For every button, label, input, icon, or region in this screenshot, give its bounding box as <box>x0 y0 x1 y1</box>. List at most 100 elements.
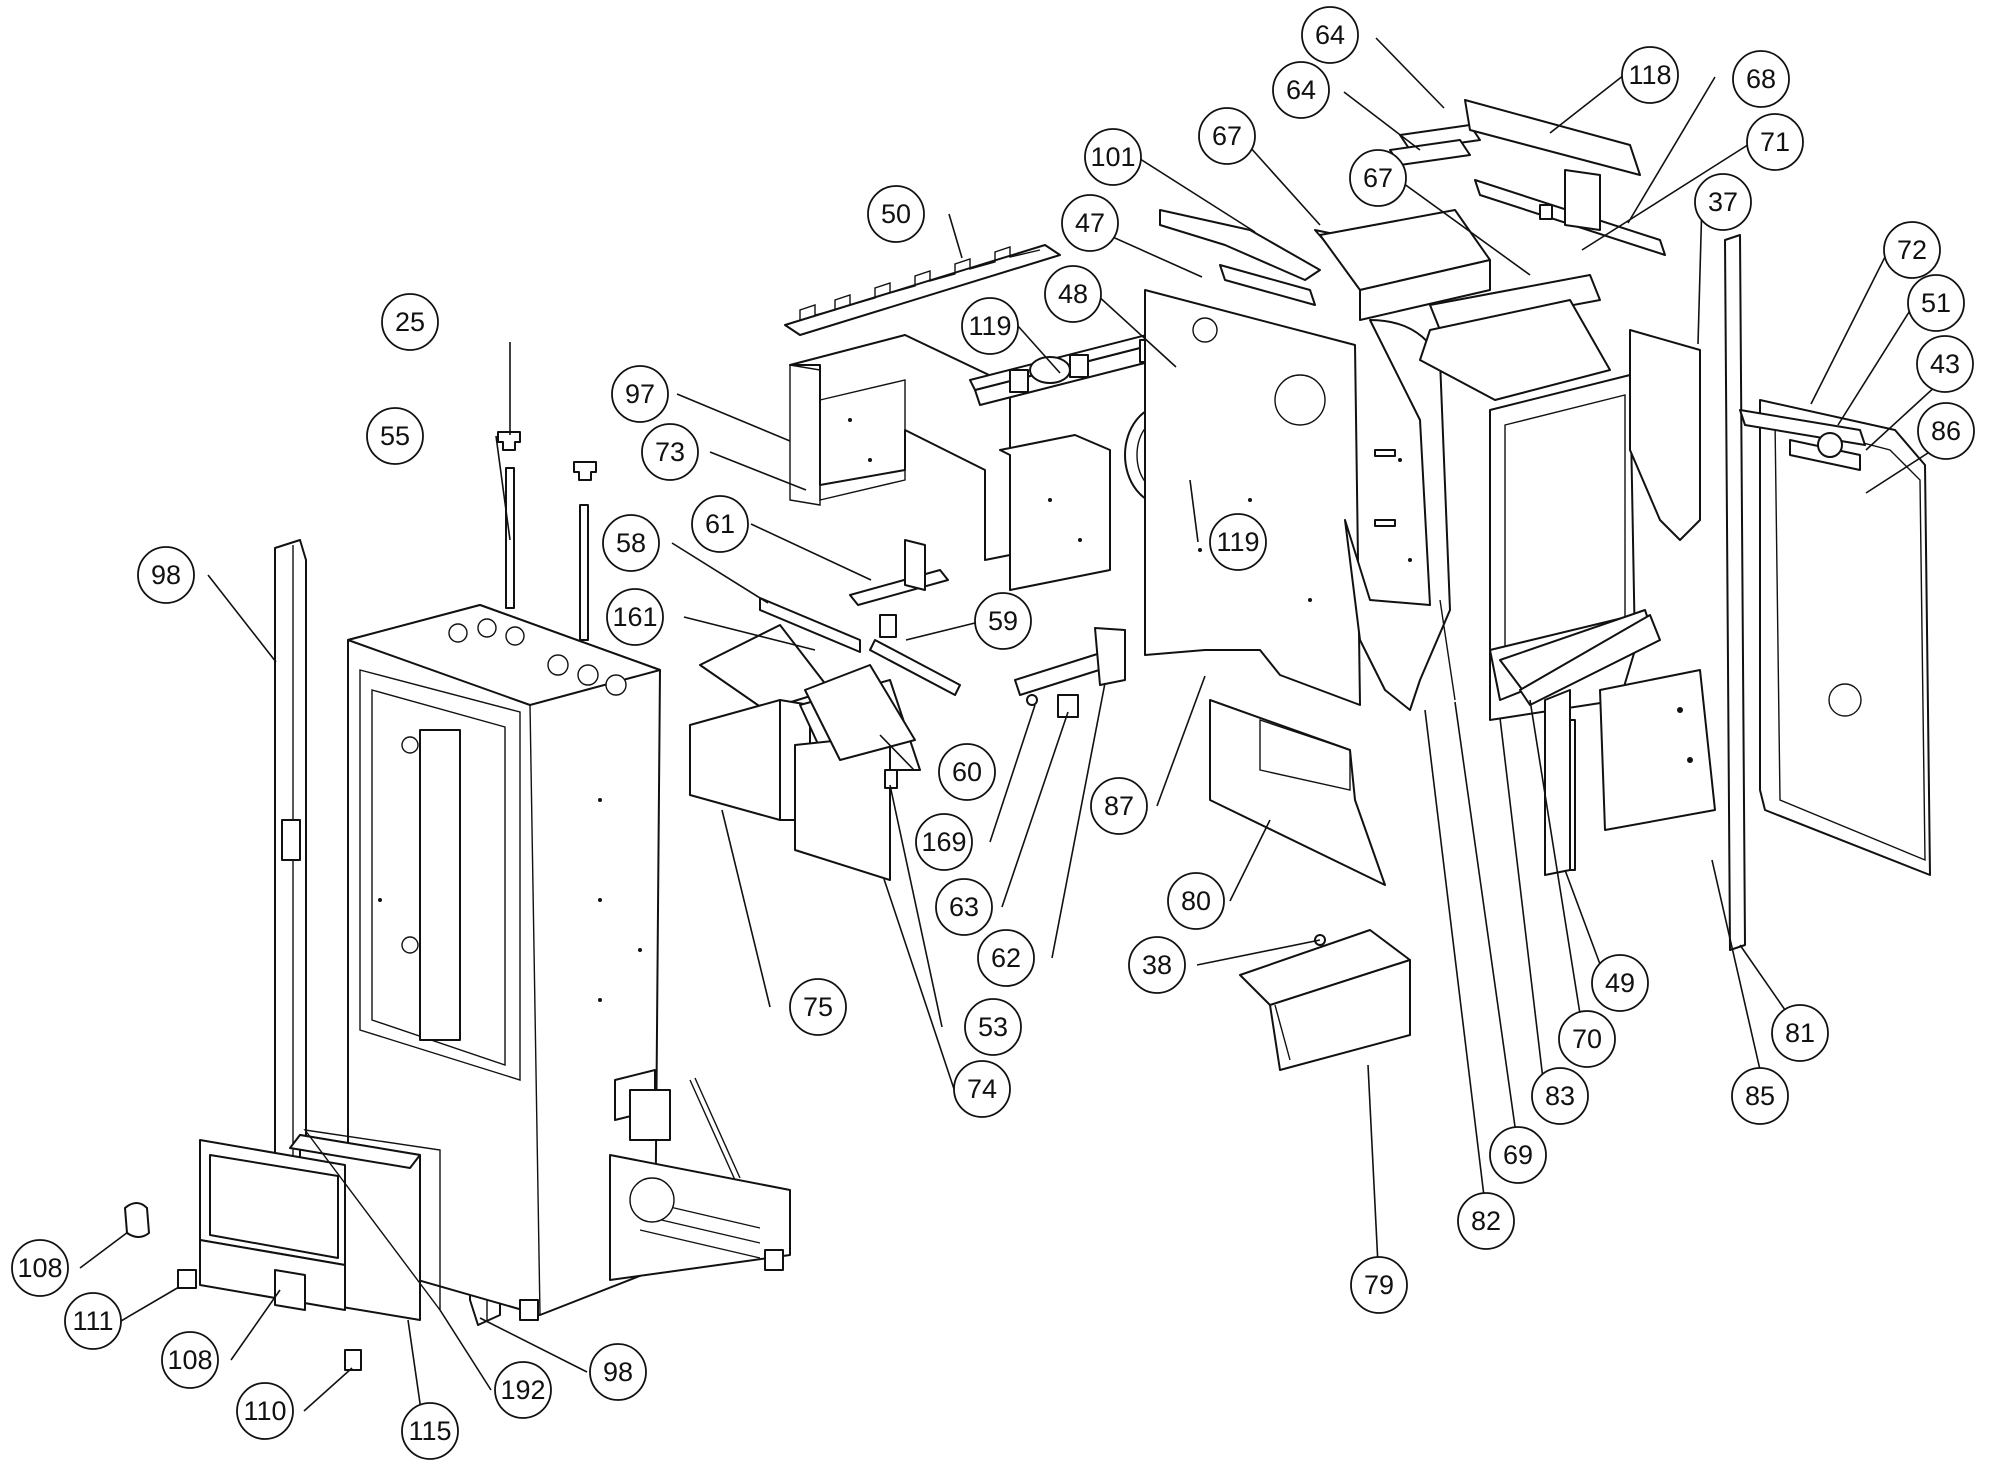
leader-108a <box>79 1231 129 1269</box>
svg-text:111: 111 <box>72 1306 113 1336</box>
leader-53 <box>889 784 943 1028</box>
callout-81: 81 <box>1771 1004 1829 1062</box>
svg-text:119: 119 <box>1216 527 1259 557</box>
callout-161: 161 <box>606 588 664 646</box>
leader-73 <box>709 451 807 491</box>
callout-74: 74 <box>953 1060 1011 1118</box>
svg-text:64: 64 <box>1315 20 1345 50</box>
leader-75 <box>721 809 771 1008</box>
leader-98b <box>479 1317 588 1373</box>
svg-text:25: 25 <box>395 307 425 337</box>
svg-text:64: 64 <box>1286 75 1316 105</box>
callout-68: 68 <box>1732 50 1790 108</box>
callout-67b: 67 <box>1349 149 1407 207</box>
leader-83 <box>1499 717 1546 1097</box>
leader-58 <box>671 542 769 604</box>
leader-101 <box>1136 156 1256 233</box>
leader-69 <box>1454 701 1520 1156</box>
leader-59 <box>905 620 984 641</box>
svg-text:58: 58 <box>616 528 646 558</box>
svg-text:119: 119 <box>968 311 1011 341</box>
leader-55 <box>495 435 511 541</box>
svg-text:68: 68 <box>1746 64 1776 94</box>
leader-161 <box>683 616 816 651</box>
callout-70: 70 <box>1558 1010 1616 1068</box>
callout-63: 63 <box>935 878 993 936</box>
svg-text:53: 53 <box>978 1012 1008 1042</box>
callout-71: 71 <box>1746 113 1804 171</box>
svg-text:161: 161 <box>612 602 657 632</box>
leader-98a <box>207 574 277 663</box>
svg-text:108: 108 <box>17 1253 62 1283</box>
leader-64a <box>1375 37 1445 109</box>
svg-text:83: 83 <box>1545 1081 1575 1111</box>
callout-87: 87 <box>1090 777 1148 835</box>
callout-47: 47 <box>1061 194 1119 252</box>
parts-drawing <box>124 99 1931 1371</box>
part-main-body <box>347 604 791 1321</box>
leader-62 <box>1051 682 1106 959</box>
callout-59: 59 <box>974 592 1032 650</box>
leader-64b <box>1343 91 1421 151</box>
svg-text:60: 60 <box>952 757 982 787</box>
svg-text:50: 50 <box>881 199 911 229</box>
callout-97: 97 <box>611 365 669 423</box>
callout-50: 50 <box>867 185 925 243</box>
callout-119b: 119 <box>1209 513 1267 571</box>
leader-111 <box>120 1286 180 1322</box>
part-72-86-right-panel <box>1739 399 1931 876</box>
svg-text:47: 47 <box>1075 208 1105 238</box>
callout-69: 69 <box>1489 1126 1547 1184</box>
callout-86: 86 <box>1917 402 1975 460</box>
part-75-74-hoppers <box>689 624 921 881</box>
callout-85: 85 <box>1731 1067 1789 1125</box>
leader-192 <box>439 1309 492 1391</box>
part-82-curved-panel <box>1344 319 1451 711</box>
callout-115: 115 <box>401 1402 459 1460</box>
svg-text:81: 81 <box>1785 1018 1815 1048</box>
callout-67a: 67 <box>1198 107 1256 165</box>
leader-48 <box>1095 293 1177 368</box>
svg-text:71: 71 <box>1760 127 1790 157</box>
svg-text:67: 67 <box>1212 121 1242 151</box>
leader-67b <box>1395 177 1531 276</box>
callout-58: 58 <box>602 514 660 572</box>
leader-lines <box>79 37 1963 1432</box>
leader-70 <box>1529 699 1585 1040</box>
callout-43: 43 <box>1916 335 1974 393</box>
part-64-118-top <box>1389 99 1666 256</box>
part-83-70-chute <box>1499 609 1661 871</box>
callout-169: 169 <box>915 813 973 871</box>
leader-38 <box>1196 939 1321 966</box>
callout-108a: 108 <box>11 1239 69 1297</box>
callout-108b: 108 <box>161 1331 219 1389</box>
svg-text:192: 192 <box>500 1375 545 1405</box>
callout-82: 82 <box>1457 1192 1515 1250</box>
leader-119a <box>1017 325 1061 374</box>
svg-text:69: 69 <box>1503 1140 1533 1170</box>
leader-51 <box>1837 300 1917 426</box>
svg-text:59: 59 <box>988 606 1018 636</box>
svg-text:82: 82 <box>1471 1206 1501 1236</box>
leader-67a <box>1239 135 1321 226</box>
svg-text:115: 115 <box>408 1416 451 1446</box>
callout-80: 80 <box>1167 872 1225 930</box>
callout-61: 61 <box>691 495 749 553</box>
callout-25: 25 <box>381 293 439 351</box>
svg-text:67: 67 <box>1363 163 1393 193</box>
part-97-73-box <box>789 334 1111 591</box>
leader-97 <box>676 393 791 442</box>
callout-73: 73 <box>641 423 699 481</box>
svg-text:48: 48 <box>1058 279 1088 309</box>
svg-text:55: 55 <box>380 421 410 451</box>
leader-79 <box>1367 1064 1380 1286</box>
part-55-rods <box>497 431 597 641</box>
svg-text:70: 70 <box>1572 1024 1602 1054</box>
part-98-left-rail <box>274 539 307 1216</box>
leader-61 <box>750 523 872 581</box>
leader-50 <box>948 213 963 259</box>
callout-111: 111 <box>64 1292 122 1350</box>
leader-63 <box>1001 711 1069 908</box>
part-62-63-169 <box>1014 627 1126 718</box>
svg-text:75: 75 <box>803 992 833 1022</box>
